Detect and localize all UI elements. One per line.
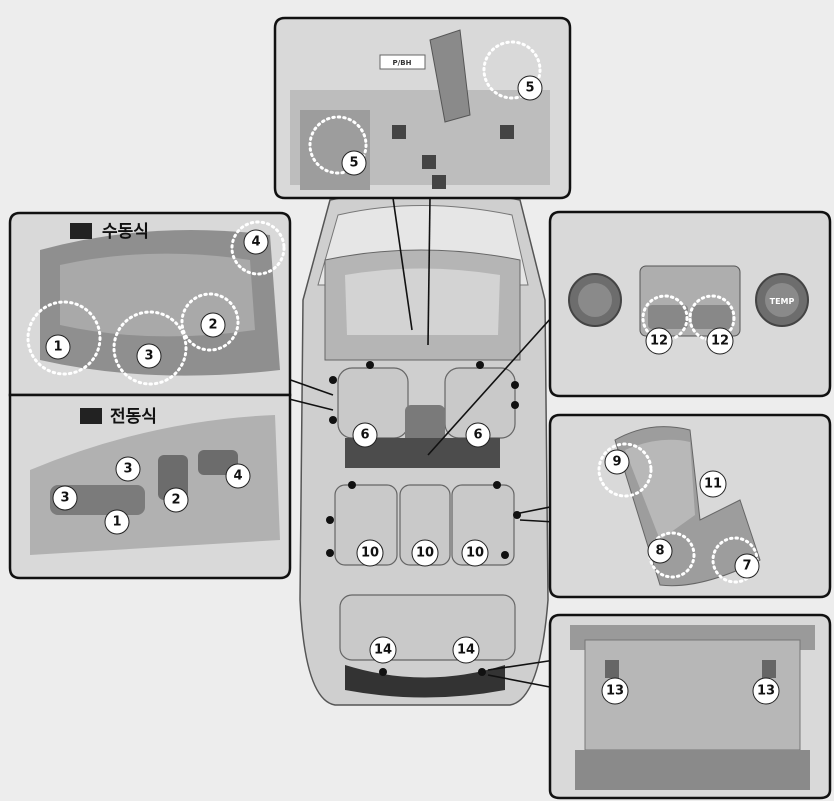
callout-power-3b: 3 bbox=[52, 485, 78, 511]
svg-text:10: 10 bbox=[416, 546, 434, 561]
svg-text:3: 3 bbox=[144, 349, 153, 364]
svg-text:TEMP: TEMP bbox=[770, 297, 795, 306]
power-seat-panel: 전동식 bbox=[8, 393, 292, 580]
callout-power-1: 1 bbox=[104, 509, 130, 535]
svg-text:1: 1 bbox=[53, 340, 62, 355]
callout-row3-left-14: 14 bbox=[369, 636, 397, 664]
callout-row3-right-14: 14 bbox=[452, 636, 480, 664]
svg-text:14: 14 bbox=[457, 643, 475, 658]
svg-text:6: 6 bbox=[360, 428, 369, 443]
svg-text:1: 1 bbox=[112, 515, 121, 530]
callout-rear-seat-7: 7 bbox=[734, 553, 760, 579]
heater-control-panel: TEMP bbox=[548, 210, 832, 398]
svg-text:10: 10 bbox=[466, 546, 484, 561]
callout-row2-right-10: 10 bbox=[461, 539, 489, 567]
manual-seat-panel: 수동식 bbox=[8, 211, 292, 397]
callout-trunk-right-13: 13 bbox=[752, 677, 780, 705]
manual-seat-label: 수동식 bbox=[102, 222, 149, 242]
gear-shift-panel: P/BH bbox=[273, 16, 572, 200]
trunk-panel bbox=[548, 613, 832, 800]
callout-row2-mid-10: 10 bbox=[411, 539, 439, 567]
manual-tag bbox=[70, 223, 92, 239]
svg-text:5: 5 bbox=[349, 156, 358, 171]
svg-text:P/BH: P/BH bbox=[393, 59, 412, 67]
callout-heater-left-12: 12 bbox=[645, 327, 673, 355]
svg-text:2: 2 bbox=[171, 493, 180, 508]
svg-text:12: 12 bbox=[711, 334, 729, 349]
svg-text:13: 13 bbox=[757, 684, 775, 699]
svg-text:3: 3 bbox=[60, 491, 69, 506]
power-seat-label: 전동식 bbox=[110, 407, 157, 427]
callout-heater-right-12: 12 bbox=[706, 327, 734, 355]
svg-text:5: 5 bbox=[525, 81, 534, 96]
row3-seat bbox=[339, 594, 516, 661]
svg-text:7: 7 bbox=[742, 559, 751, 574]
svg-text:12: 12 bbox=[650, 334, 668, 349]
callout-rear-seat-9: 9 bbox=[604, 449, 630, 475]
svg-text:9: 9 bbox=[612, 455, 621, 470]
callout-manual-4: 4 bbox=[243, 229, 269, 255]
rear-seat-panel bbox=[548, 413, 832, 599]
svg-text:4: 4 bbox=[233, 469, 242, 484]
callout-front-right-6: 6 bbox=[465, 422, 491, 448]
callout-power-2: 2 bbox=[163, 487, 189, 513]
callout-front-left-6: 6 bbox=[352, 422, 378, 448]
callout-manual-3: 3 bbox=[136, 343, 162, 369]
svg-text:13: 13 bbox=[606, 684, 624, 699]
callout-power-4: 4 bbox=[225, 463, 251, 489]
callout-rear-seat-8: 8 bbox=[647, 538, 673, 564]
svg-text:2: 2 bbox=[208, 318, 217, 333]
svg-text:11: 11 bbox=[704, 477, 722, 492]
callout-rear-seat-11: 11 bbox=[699, 470, 727, 498]
svg-text:6: 6 bbox=[473, 428, 482, 443]
callout-gear-right-5: 5 bbox=[517, 75, 543, 101]
svg-text:3: 3 bbox=[123, 462, 132, 477]
callout-power-3a: 3 bbox=[115, 456, 141, 482]
svg-text:14: 14 bbox=[374, 643, 392, 658]
rear-bumper bbox=[345, 665, 505, 698]
svg-text:4: 4 bbox=[251, 235, 260, 250]
car-top-view bbox=[299, 189, 549, 706]
callout-manual-2: 2 bbox=[200, 312, 226, 338]
callout-trunk-left-13: 13 bbox=[601, 677, 629, 705]
power-tag bbox=[80, 408, 102, 424]
svg-text:10: 10 bbox=[361, 546, 379, 561]
callout-row2-left-10: 10 bbox=[356, 539, 384, 567]
callout-manual-1: 1 bbox=[45, 334, 71, 360]
svg-text:8: 8 bbox=[655, 544, 664, 559]
callout-gear-left-5: 5 bbox=[341, 150, 367, 176]
